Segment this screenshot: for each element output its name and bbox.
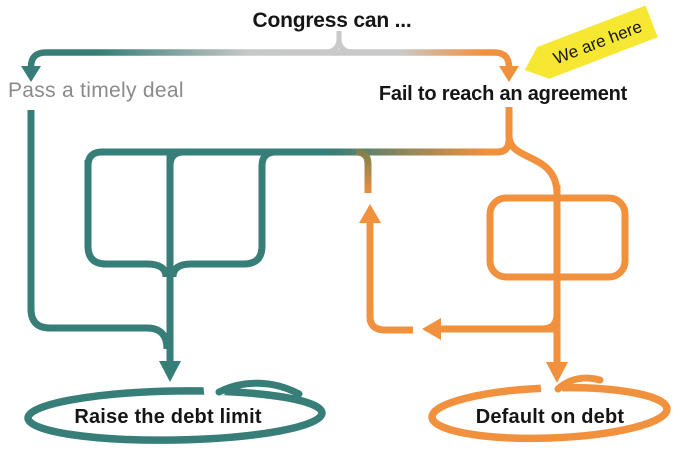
pass-path — [27, 110, 171, 350]
default-outcome-label: Default on debt — [476, 406, 625, 428]
orange-arrowheads — [359, 66, 568, 383]
fail-split-right — [505, 135, 561, 195]
teal-center-descent — [166, 148, 185, 362]
flow-top-right-line — [340, 49, 513, 68]
teal-branch-2 — [169, 148, 277, 278]
default-down-arrowhead-icon — [546, 362, 568, 383]
raise-down-arrowhead-icon — [159, 361, 181, 382]
loop-back-up-arrowhead-icon — [359, 204, 381, 223]
rejoin-stub-line — [355, 148, 372, 193]
orange-flow-lines — [366, 107, 629, 363]
pass-branch-label: Pass a timely deal — [8, 79, 184, 102]
default-oval-flick — [554, 374, 604, 393]
middle-horizontal-line — [84, 139, 513, 167]
default-oval — [428, 374, 671, 443]
raise-oval-flick — [215, 379, 303, 398]
raise-outcome-label: Raise the debt limit — [74, 406, 262, 428]
loop-back-horizontal — [439, 313, 561, 333]
we-are-here-tag: We are here — [524, 5, 658, 79]
diagram-title: Congress can ... — [252, 9, 411, 32]
pass-down-arrowhead-icon — [21, 66, 41, 82]
teal-branch-1 — [84, 160, 170, 278]
raise-oval — [24, 379, 326, 444]
loop-back-elbow — [366, 221, 413, 334]
fail-branch-label: Fail to reach an agreement — [379, 83, 628, 105]
negotiation-loop — [486, 194, 629, 281]
teal-flow-lines — [27, 110, 277, 362]
teal-arrowheads — [21, 66, 181, 382]
fail-down-arrowhead-icon — [499, 66, 519, 82]
loop-back-left-arrowhead-icon — [422, 318, 441, 340]
flow-top-left-line — [27, 49, 340, 68]
yellow-tag-icon — [524, 5, 658, 79]
